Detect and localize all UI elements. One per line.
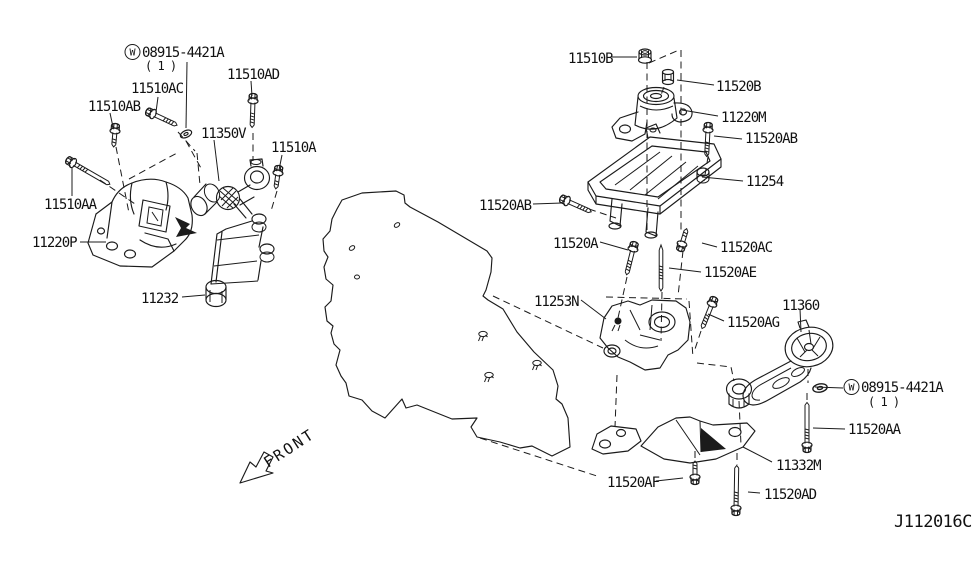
part-label-11520ac: 11520AC xyxy=(720,240,773,256)
bolt-11520af-drawing xyxy=(690,461,700,485)
part-label-11220m: 11220M xyxy=(721,110,766,126)
bolt-11520ac-drawing xyxy=(675,227,691,252)
engine-boss-hole xyxy=(393,222,401,228)
bolt-11520a-drawing xyxy=(622,240,640,276)
washer-marker-left: W xyxy=(124,44,141,60)
part-label-11220p: 11220P xyxy=(32,235,77,251)
washer-right-drawing xyxy=(811,382,829,394)
label-leader-lines xyxy=(71,56,846,494)
part-label-11520ae: 11520AE xyxy=(704,265,757,281)
engine-clip-detail xyxy=(478,330,488,342)
part-label-washer-qty-left: ( 1 ) xyxy=(145,59,176,73)
bolt-11510a-drawing xyxy=(271,165,284,190)
part-label-11520b: 11520B xyxy=(716,79,761,95)
part-label-11360: 11360 xyxy=(782,298,820,314)
bolt-11510ab-drawing xyxy=(109,123,121,147)
bracket-11332m-drawing xyxy=(591,416,756,464)
part-label-washer-qty-right: ( 1 ) xyxy=(868,395,899,409)
part-labels: 08915-4421A ( 1 ) 11510AC 11510AB 11510A… xyxy=(32,45,945,503)
part-label-11510a: 11510A xyxy=(271,140,317,156)
stud-11520ae-drawing xyxy=(658,244,664,292)
engine-block-drawing xyxy=(322,190,571,457)
part-label-11510ac: 11510AC xyxy=(131,81,184,97)
front-arrow-icon xyxy=(239,451,274,484)
washer-marker-right-w: W xyxy=(848,383,855,394)
engine-boss-hole xyxy=(348,245,356,251)
bolt-11520aa-drawing xyxy=(802,403,812,453)
part-label-11510b: 11510B xyxy=(568,51,613,67)
nut-11510b-drawing xyxy=(637,48,653,64)
part-label-washer-spec-left: 08915-4421A xyxy=(142,45,225,61)
bolt-11510ac-drawing xyxy=(144,106,179,129)
engine-boss-hole xyxy=(354,274,360,280)
engine-clip-detail xyxy=(484,371,494,383)
torque-rod-11360-drawing xyxy=(725,319,834,409)
bolt-11520ab-left-drawing xyxy=(558,193,593,216)
washer-left-drawing xyxy=(178,127,194,141)
part-label-11510ab: 11510AB xyxy=(88,99,141,115)
bolt-11510aa-drawing xyxy=(64,155,112,189)
part-label-11520ad: 11520AD xyxy=(764,487,817,503)
bushing-11520b-drawing xyxy=(661,68,675,86)
part-label-11520ab-right: 11520AB xyxy=(745,131,798,147)
bolt-11510ad-drawing xyxy=(247,93,258,127)
diagram-code: J112016C xyxy=(894,512,972,532)
part-label-11253n: 11253N xyxy=(534,294,579,310)
bolt-11520ad-drawing xyxy=(731,465,742,515)
washer-marker-right: W xyxy=(843,379,860,395)
part-label-11520ab-left: 11520AB xyxy=(479,198,532,214)
front-direction-indicator: FRONT xyxy=(239,425,319,484)
washer-marker-left-w: W xyxy=(129,48,136,59)
construction-dashed-lines xyxy=(99,49,809,478)
part-label-11232: 11232 xyxy=(141,291,179,307)
part-label-11520aa: 11520AA xyxy=(848,422,902,438)
part-label-11350v: 11350V xyxy=(201,126,247,142)
part-label-11520af: 11520AF xyxy=(607,475,660,491)
mount-11220m-drawing xyxy=(611,86,693,142)
torque-rod-11350v-drawing xyxy=(190,158,271,217)
insert-direction-arrow xyxy=(175,217,197,237)
part-label-11254: 11254 xyxy=(746,174,784,190)
part-label-11332m: 11332M xyxy=(776,458,821,474)
part-label-11510aa: 11510AA xyxy=(44,197,98,213)
front-label: FRONT xyxy=(260,425,318,471)
part-label-washer-spec-right: 08915-4421A xyxy=(861,380,944,396)
support-plate-11254-drawing xyxy=(587,123,722,239)
bracket-11253n-drawing xyxy=(599,299,691,371)
part-label-11510ad: 11510AD xyxy=(227,67,280,83)
part-label-11520ag: 11520AG xyxy=(727,315,780,331)
engine-clip-detail xyxy=(532,359,542,371)
part-label-11520a: 11520A xyxy=(553,236,599,252)
bracket-11232-drawing xyxy=(205,198,275,308)
bolt-11520ag-drawing xyxy=(697,295,719,330)
engine-mount-11220p-drawing xyxy=(87,178,197,268)
